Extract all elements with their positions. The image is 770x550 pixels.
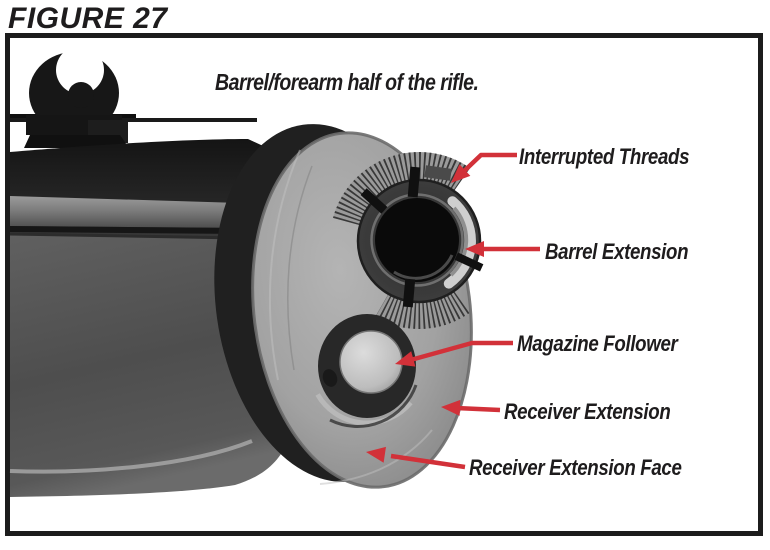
face-streak (287, 165, 313, 371)
arrow-magazine-follower-head (395, 351, 416, 367)
thread-slot (454, 252, 484, 272)
face-streak (319, 429, 433, 485)
photo-caption: Barrel/forearm half of the rifle. (215, 69, 479, 95)
thread-slot (407, 166, 421, 198)
forearm-top-seam (9, 232, 241, 240)
thread-slot (360, 188, 388, 214)
recess-notch (322, 369, 338, 387)
arrow-barrel-extension-head (465, 241, 484, 257)
collar-lug (424, 165, 452, 181)
label-interrupted-threads: Interrupted Threads (519, 144, 690, 169)
arrow-receiver-extension-face-head (366, 446, 386, 463)
arrow-interrupted-threads-shaft (458, 152, 517, 177)
callout-arrows (366, 152, 540, 470)
sight-rail-line (10, 118, 257, 122)
arrow-magazine-follower-shaft (406, 340, 513, 364)
magazine-tube-seam (10, 226, 246, 234)
figure-title: FIGURE 27 (8, 2, 168, 35)
front-sight-hood (29, 46, 119, 134)
face-streak (268, 149, 301, 381)
front-sight-base (24, 115, 129, 148)
bore (375, 198, 459, 282)
forearm-bottom-highlight (9, 439, 253, 474)
arrow-receiver-extension-shaft (455, 405, 501, 413)
label-magazine-follower: Magazine Follower (517, 331, 678, 356)
receiver-extension-edge (251, 131, 473, 489)
recess-bright-arc (315, 393, 413, 426)
photo-group (9, 46, 484, 497)
arrow-interrupted-threads-head (451, 164, 471, 183)
thread-slot (402, 278, 416, 308)
label-receiver-extension: Receiver Extension (504, 399, 671, 424)
label-barrel-extension: Barrel Extension (545, 239, 689, 264)
label-receiver-extension-face: Receiver Extension Face (469, 455, 682, 480)
bore-highlight (393, 254, 454, 280)
recess-dark-arc (329, 384, 418, 428)
magazine-tube (10, 196, 246, 228)
arrow-receiver-extension-head (441, 399, 461, 416)
arrow-receiver-extension-face-shaft (390, 453, 466, 470)
magazine-follower (339, 330, 403, 394)
